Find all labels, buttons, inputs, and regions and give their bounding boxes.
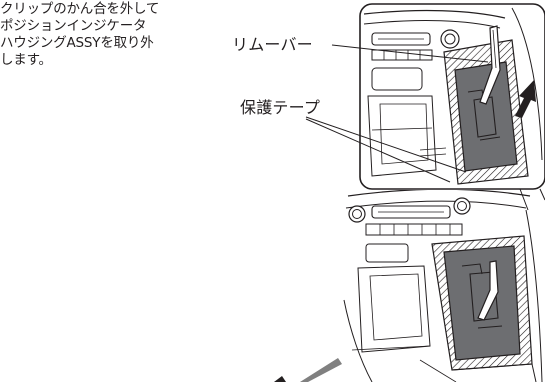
instruction-line: ハウジングASSYを取り外 (0, 35, 154, 51)
instruction-line: クリップのかん合を外して (0, 1, 160, 17)
instruction-text: クリップのかん合を外して ポジションインジケータ ハウジングASSYを取り外 し… (0, 1, 215, 69)
remover-label: リムーバー (232, 35, 313, 54)
upper-detail-view (359, 3, 545, 190)
instruction-line: します。 (0, 52, 52, 68)
lower-main-view (343, 190, 543, 382)
remover-leader-line (331, 44, 489, 63)
remover-tool-icon (479, 25, 501, 105)
protective-tape-label: 保護テープ (240, 98, 321, 117)
tape-leader-line (305, 116, 467, 173)
instruction-line: ポジションインジケータ (0, 18, 147, 34)
pointer-arrow-icon (274, 358, 342, 382)
arrow-up-right-icon (515, 80, 536, 118)
detail-connector (519, 188, 529, 211)
